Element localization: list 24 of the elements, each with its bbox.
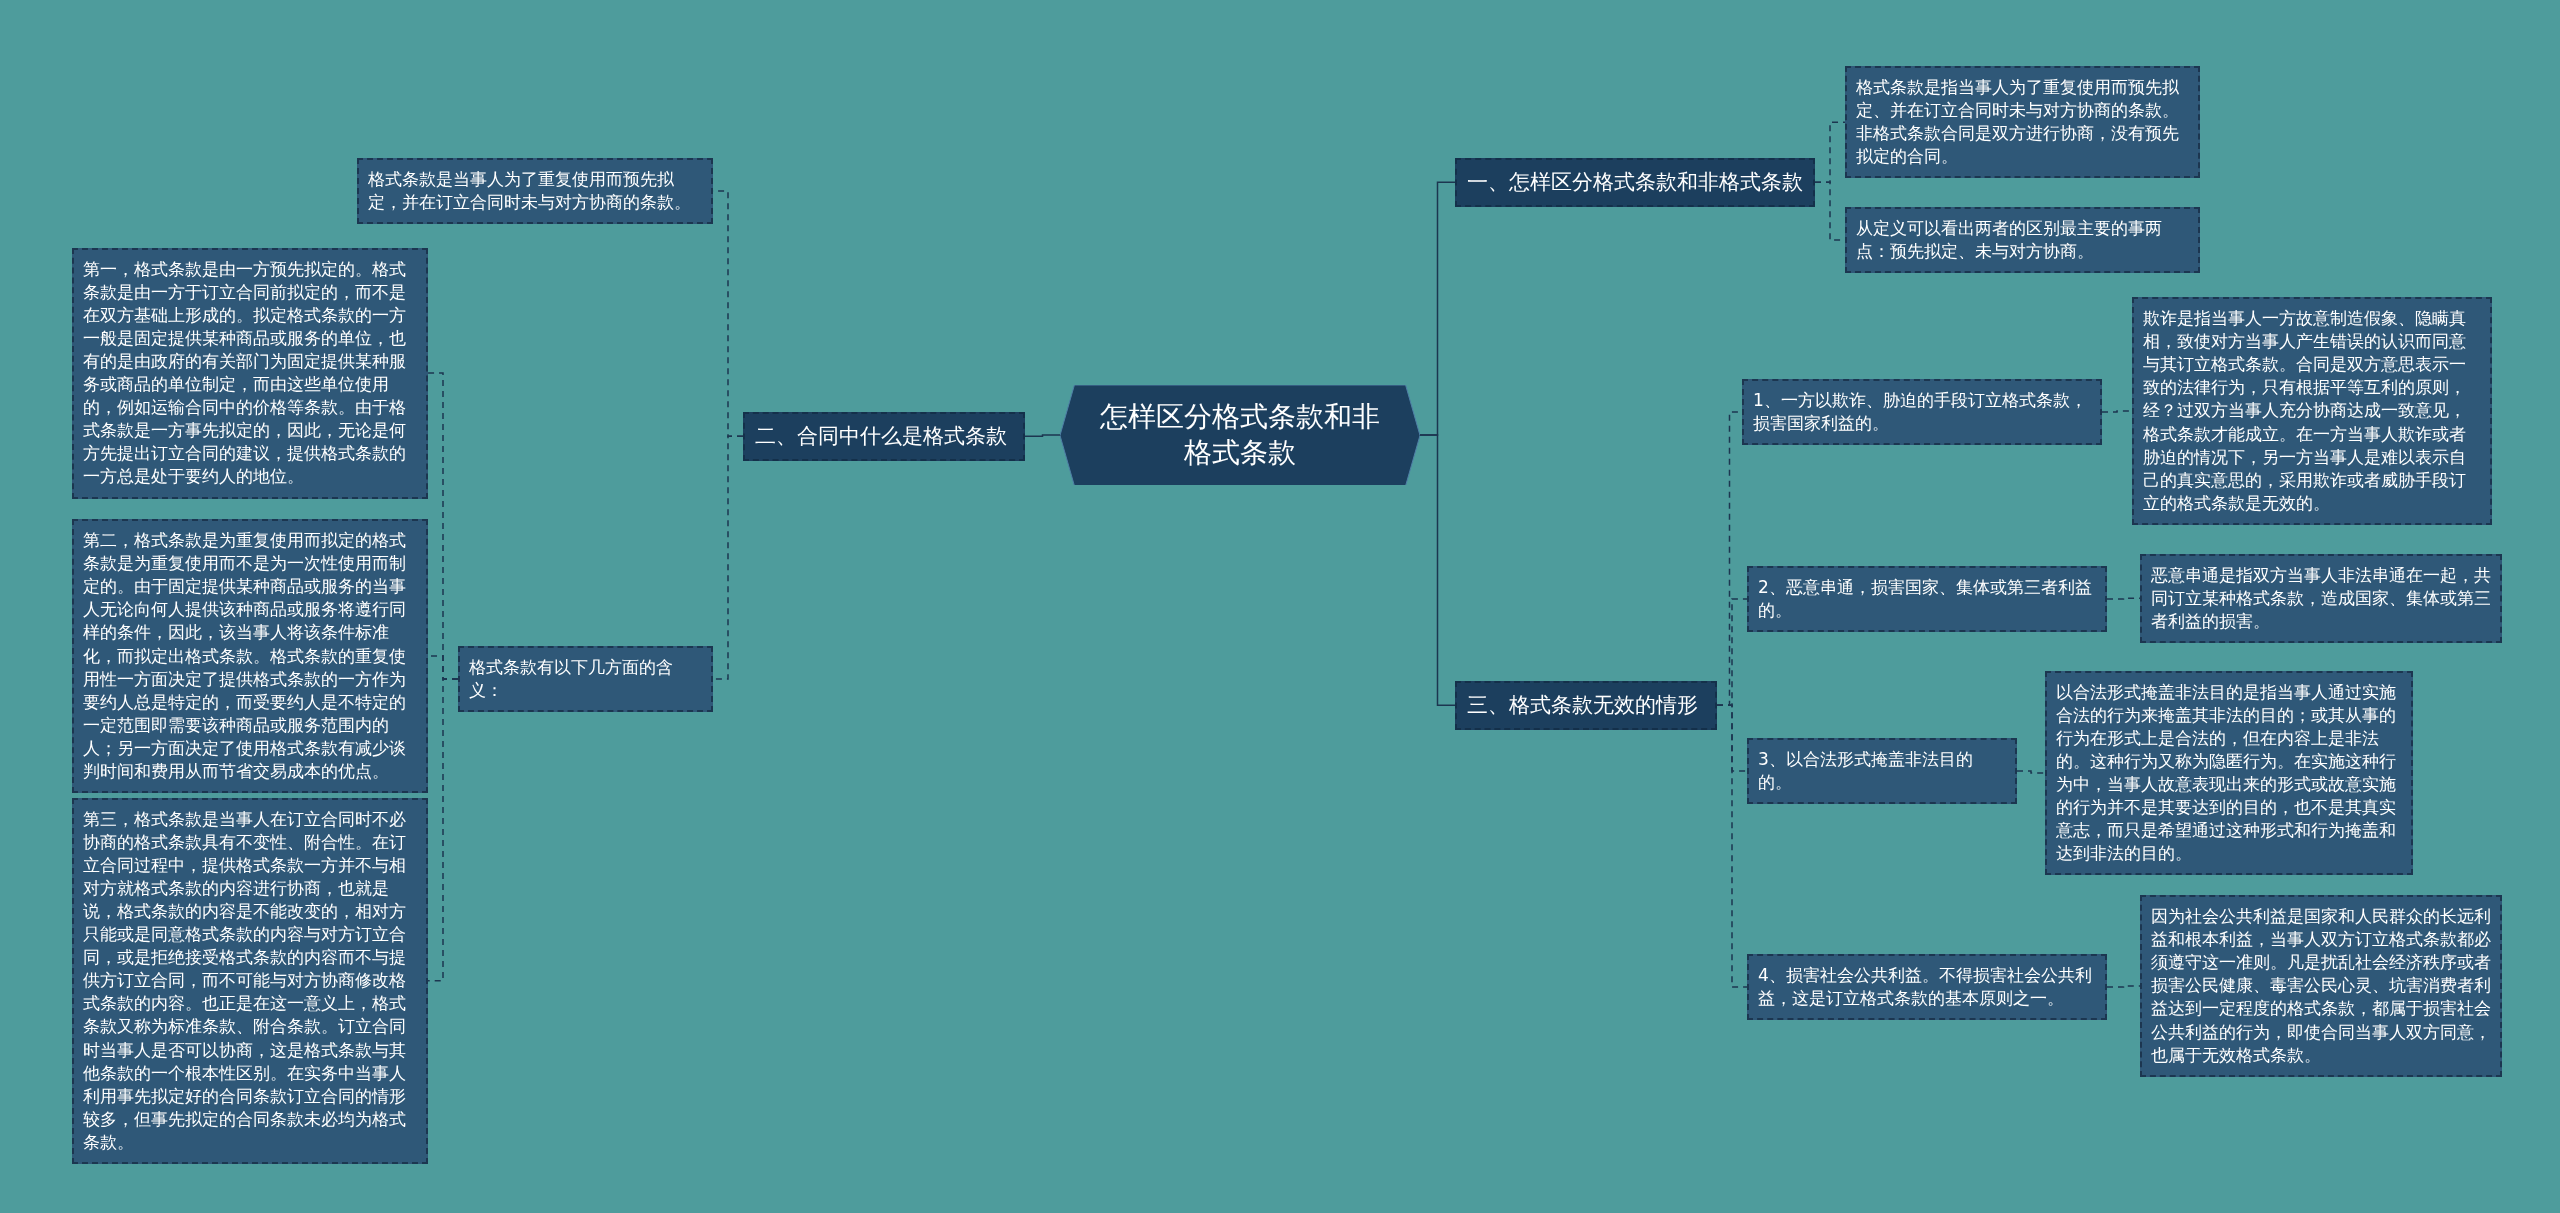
branch-box: 一、怎样区分格式条款和非格式条款 bbox=[1455, 157, 1815, 207]
connector-line bbox=[2016, 770, 2046, 774]
connector-line bbox=[1716, 704, 1748, 988]
note-box: 第二，格式条款是为重复使用而拟定的格式条款是为重复使用而不是为一次性使用而制定的。由于固定提供某种商品或服务的当事人无论向何人提供该种商品或服务将遵行同样的条件，因此，该当事人将该条件标准化，而拟定出格式条款。格式条款的重复使用性一方面决定了提供格式条款的一方作为要约人总是特定的，而受要约人是不特定的一定范围即需要该种商品或服务范围内的人；另一方面决定了使用格式条款有减少谈判时间和费用从而节省交易成本的优点。 bbox=[72, 519, 428, 794]
connector-line bbox=[2106, 985, 2141, 988]
note-box: 1、一方以欺诈、胁迫的手段订立格式条款，损害国家利益的。 bbox=[1742, 379, 2102, 446]
note-box: 恶意串通是指双方当事人非法串通在一起，共同订立某种格式条款，造成国家、集体或第三者利益的损害。 bbox=[2140, 553, 2502, 643]
note-box: 第三，格式条款是当事人在订立合同时不必协商的格式条款具有不变性、附合性。在订立合同过程中，提供格式条款一方并不与相对方就格式条款的内容进行协商，也就是说，格式条款的内容是不能改变的，相对方只能或是同意格式条款的内容与对方订立合同，或是拒绝接受格式条款的内容而不与提供方订立合同，而不可能与对方协商修改格式条款的内容。也正是在这一意义上，格式条款又称为标准条款、附合条款。订立合同时当事人是否可以协商，这是格式条款与其他条款的一个根本性区别。在实务中当事人利用事先拟定好的合同条款订立合同的情形较多，但事先拟定的合同条款未必均为格式条款。 bbox=[72, 797, 428, 1165]
note-box: 4、损害社会公共利益。不得损害社会公共利益，这是订立格式条款的基本原则之一。 bbox=[1747, 954, 2107, 1021]
note-box: 3、以合法形式掩盖非法目的的。 bbox=[1747, 738, 2017, 805]
note-box: 以合法形式掩盖非法目的是指当事人通过实施合法的行为来掩盖其非法的目的；或其从事的行为在形式上是合法的，但在内容上是非法的。这种行为又称为隐匿行为。在实施这种行为中，当事人故意表现出来的形式或故意实施的行为并不是其要达到的目的，也不是其真实意志，而只是希望通过这种形式和行为掩盖和达到非法的目的。 bbox=[2045, 670, 2413, 876]
connector-line bbox=[1024, 434, 1061, 437]
topic-hexagon: 怎样区分格式条款和非格式条款 bbox=[1060, 384, 1420, 486]
note-box: 从定义可以看出两者的区别最主要的事两点：预先拟定、未与对方协商。 bbox=[1845, 207, 2200, 274]
note-box: 因为社会公共利益是国家和人民群众的长远利益和根本利益，当事人双方订立格式条款都必须遵守这一准则。凡是扰乱社会经济秩序或者损害公民健康、毒害公民心灵、坑害消费者利益达到一定程度的格式条款，都属于损害社会公共利益的行为，即使合同当事人双方同意，也属于无效格式条款。 bbox=[2140, 895, 2502, 1077]
branch-box: 三、格式条款无效的情形 bbox=[1455, 680, 1717, 730]
connector-line bbox=[1419, 434, 1456, 706]
note-box: 第一，格式条款是由一方预先拟定的。格式条款是由一方于订立合同前拟定的，而不是在双方基础上形成的。拟定格式条款的一方一般是固定提供某种商品或服务的单位，也有的是由政府的有关部门为固定提供某种服务或商品的单位制定，而由这些单位使用的，例如运输合同中的价格等条款。由于格式条款是一方事先拟定的，因此，无论是何方先提出订立合同的建议，提供格式条款的一方总是处于要约人的地位。 bbox=[72, 247, 428, 499]
note-box: 欺诈是指当事人一方故意制造假象、隐瞒真相，致使对方当事人产生错误的认识而同意与其订立格式条款。合同是双方意思表示一致的法律行为，只有根据平等互利的原则，经？过双方当事人充分协商达成一致意见，格式条款才能成立。在一方当事人欺诈或者胁迫的情况下，另一方当事人是难以表示自己的真实意思的，采用欺诈或者威胁手段订立的格式条款是无效的。 bbox=[2132, 297, 2492, 525]
note-box: 2、恶意串通，损害国家、集体或第三者利益的。 bbox=[1747, 566, 2107, 633]
note-box: 格式条款有以下几方面的含义： bbox=[458, 646, 713, 713]
note-box: 格式条款是当事人为了重复使用而预先拟定，并在订立合同时未与对方协商的条款。 bbox=[357, 158, 713, 225]
branch-box: 二、合同中什么是格式条款 bbox=[743, 411, 1025, 461]
note-box: 格式条款是指当事人为了重复使用而预先拟定、并在订立合同时未与对方协商的条款。非格式条款合同是双方进行协商，没有预先拟定的合同。 bbox=[1845, 66, 2200, 179]
